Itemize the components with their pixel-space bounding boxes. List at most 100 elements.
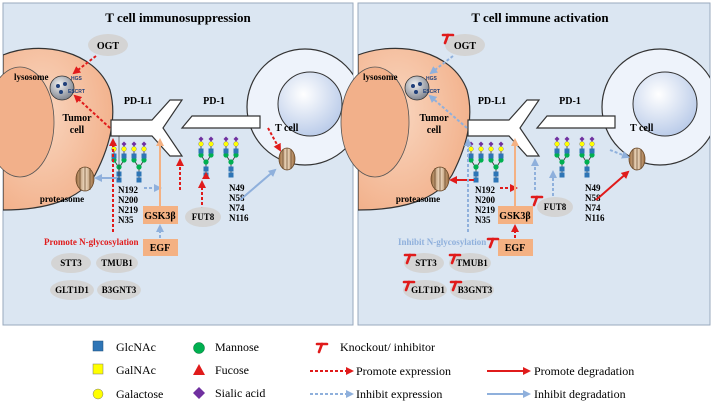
pd1-site: N74 xyxy=(229,203,245,213)
pdl1-site: N35 xyxy=(118,215,134,225)
pd1-site: N74 xyxy=(585,203,601,213)
tmub1-enzyme-right xyxy=(449,253,491,273)
fucose-legend-label: Fucose xyxy=(215,363,249,377)
pd1-site: N116 xyxy=(229,213,249,223)
ogt-label-right: OGT xyxy=(454,41,477,52)
ogt-enzyme-right xyxy=(445,34,485,56)
glt1d1-label-right: GLT1D1 xyxy=(411,285,445,295)
fucose-legend-icon xyxy=(193,364,205,375)
galnac-legend-icon xyxy=(92,363,104,375)
fucose-marker-left xyxy=(202,172,210,179)
pd1-label-left: PD-1 xyxy=(203,96,225,107)
galnac-legend-label: GalNAc xyxy=(116,363,156,377)
pdl1-to-lysosome-arrow-right xyxy=(428,94,468,129)
promote-expression-legend-label: Promote expression xyxy=(356,364,451,378)
right-panel-title: T cell immune activation xyxy=(471,10,609,25)
lysosome-vesicle-right xyxy=(411,84,415,88)
lysosome-vesicle-left xyxy=(63,82,67,86)
gsk3b-label-right: GSK3β xyxy=(499,211,530,222)
gsk3b-label-left: GSK3β xyxy=(144,211,175,222)
tumor-nucleus-right xyxy=(340,66,410,178)
lysosome-vesicle-right xyxy=(418,82,422,86)
glt1d1-enzyme-right xyxy=(403,280,447,300)
knockout-legend-icon xyxy=(315,342,329,354)
ogt-label-left: OGT xyxy=(97,41,120,52)
sialic-acid-legend-icon xyxy=(193,387,205,399)
glt1d1-label-left: GLT1D1 xyxy=(55,285,89,295)
hgs-label-right: HGS xyxy=(426,76,438,82)
pd1-protein-right xyxy=(535,115,616,129)
escrt-label-left: ESCRT xyxy=(68,89,85,95)
galactose-legend-label: Galactose xyxy=(116,387,163,401)
fut8-enzyme-right xyxy=(537,197,573,217)
galactose-legend-icon xyxy=(92,388,104,400)
escrt-label-right: ESCRT xyxy=(423,89,440,95)
stt3-label-left: STT3 xyxy=(60,258,82,268)
pd1-to-proteasome-right xyxy=(595,170,630,201)
knockout-legend-label: Knockout/ inhibitor xyxy=(340,340,435,354)
b3gnt3-enzyme-left xyxy=(97,280,141,300)
mannose-legend-icon xyxy=(193,342,205,354)
promote-glycosylation-label: Promote N-glycosylation xyxy=(44,237,139,247)
proteasome-left xyxy=(75,166,95,192)
tumor-cell-label-left-2: cell xyxy=(70,125,85,136)
pdl1-label-right: PD-L1 xyxy=(478,96,506,107)
pdl1-sites-left: N192 N200 N219 N35 xyxy=(118,185,138,225)
mannose-legend-label: Mannose xyxy=(215,340,259,354)
pdl1-sites-right: N192 N200 N219 N35 xyxy=(475,185,495,225)
lysosome-left xyxy=(49,75,75,101)
tmub1-label-left: TMUB1 xyxy=(101,258,133,268)
pd1-site: N58 xyxy=(585,193,601,203)
pdl1-site: N35 xyxy=(475,215,491,225)
pdl1-protein-left xyxy=(110,99,184,157)
gsk3b-box-left xyxy=(143,206,178,224)
pd1-to-proteasome-left xyxy=(239,168,277,201)
pd1-site: N49 xyxy=(585,183,601,193)
pd1-site: N49 xyxy=(229,183,245,193)
pd1-site: N116 xyxy=(585,213,605,223)
lysosome-label-left: lysosome xyxy=(14,72,49,82)
pdl1-site: N219 xyxy=(118,205,138,215)
fut8-enzyme-left xyxy=(185,207,221,227)
glcnac-legend-label: GlcNAc xyxy=(116,340,156,354)
pd1-sites-left: N49 N58 N74 N116 xyxy=(229,183,249,223)
pdl1-site: N200 xyxy=(475,195,495,205)
egf-label-right: EGF xyxy=(505,243,526,254)
tmub1-enzyme-left xyxy=(96,253,138,273)
inhibit-glycosylation-label: Inhibit N-glycosylation xyxy=(398,237,486,247)
ogt-enzyme-left xyxy=(88,34,128,56)
tmub1-label-right: TMUB1 xyxy=(456,258,488,268)
tumor-nucleus-left xyxy=(0,66,55,178)
lysosome-right xyxy=(404,75,430,101)
lysosome-vesicle-left xyxy=(56,84,60,88)
t-cell-nucleus-right xyxy=(632,71,698,137)
b3gnt3-label-left: B3GNT3 xyxy=(102,285,137,295)
legend: GlcNAc GalNAc Galactose Mannose Fucose S… xyxy=(92,340,634,401)
t-cell-label-left: T cell xyxy=(275,123,299,134)
t-cell-label-right: T cell xyxy=(630,123,654,134)
egf-box-left xyxy=(143,239,178,256)
b3gnt3-label-right: B3GNT3 xyxy=(458,285,493,295)
proteasome-tcell-right xyxy=(628,147,646,171)
left-panel-title: T cell immunosuppression xyxy=(105,10,251,25)
pdl1-site: N200 xyxy=(118,195,138,205)
proteasome-label-right: proteasome xyxy=(396,194,440,204)
egf-box-right xyxy=(498,239,533,256)
stt3-enzyme-right xyxy=(404,253,444,273)
proteasome-label-left: proteasome xyxy=(40,194,84,204)
pdl1-label-left: PD-L1 xyxy=(124,96,152,107)
glt1d1-enzyme-left xyxy=(50,280,94,300)
pd1-label-right: PD-1 xyxy=(559,96,581,107)
fut8-label-right: FUT8 xyxy=(544,202,567,212)
pd1-protein-left xyxy=(180,115,261,129)
fut8-label-left: FUT8 xyxy=(192,212,215,222)
promote-degradation-legend-label: Promote degradation xyxy=(534,364,634,378)
tumor-cell-label-right: Tumor xyxy=(419,113,449,124)
gsk3b-box-right xyxy=(498,206,533,224)
stt3-enzyme-left xyxy=(51,253,91,273)
inhibit-degradation-legend-label: Inhibit degradation xyxy=(534,387,626,401)
lysosome-vesicle-right xyxy=(414,90,418,94)
pd1-site: N58 xyxy=(229,193,245,203)
proteasome-tcell-left xyxy=(278,147,296,171)
